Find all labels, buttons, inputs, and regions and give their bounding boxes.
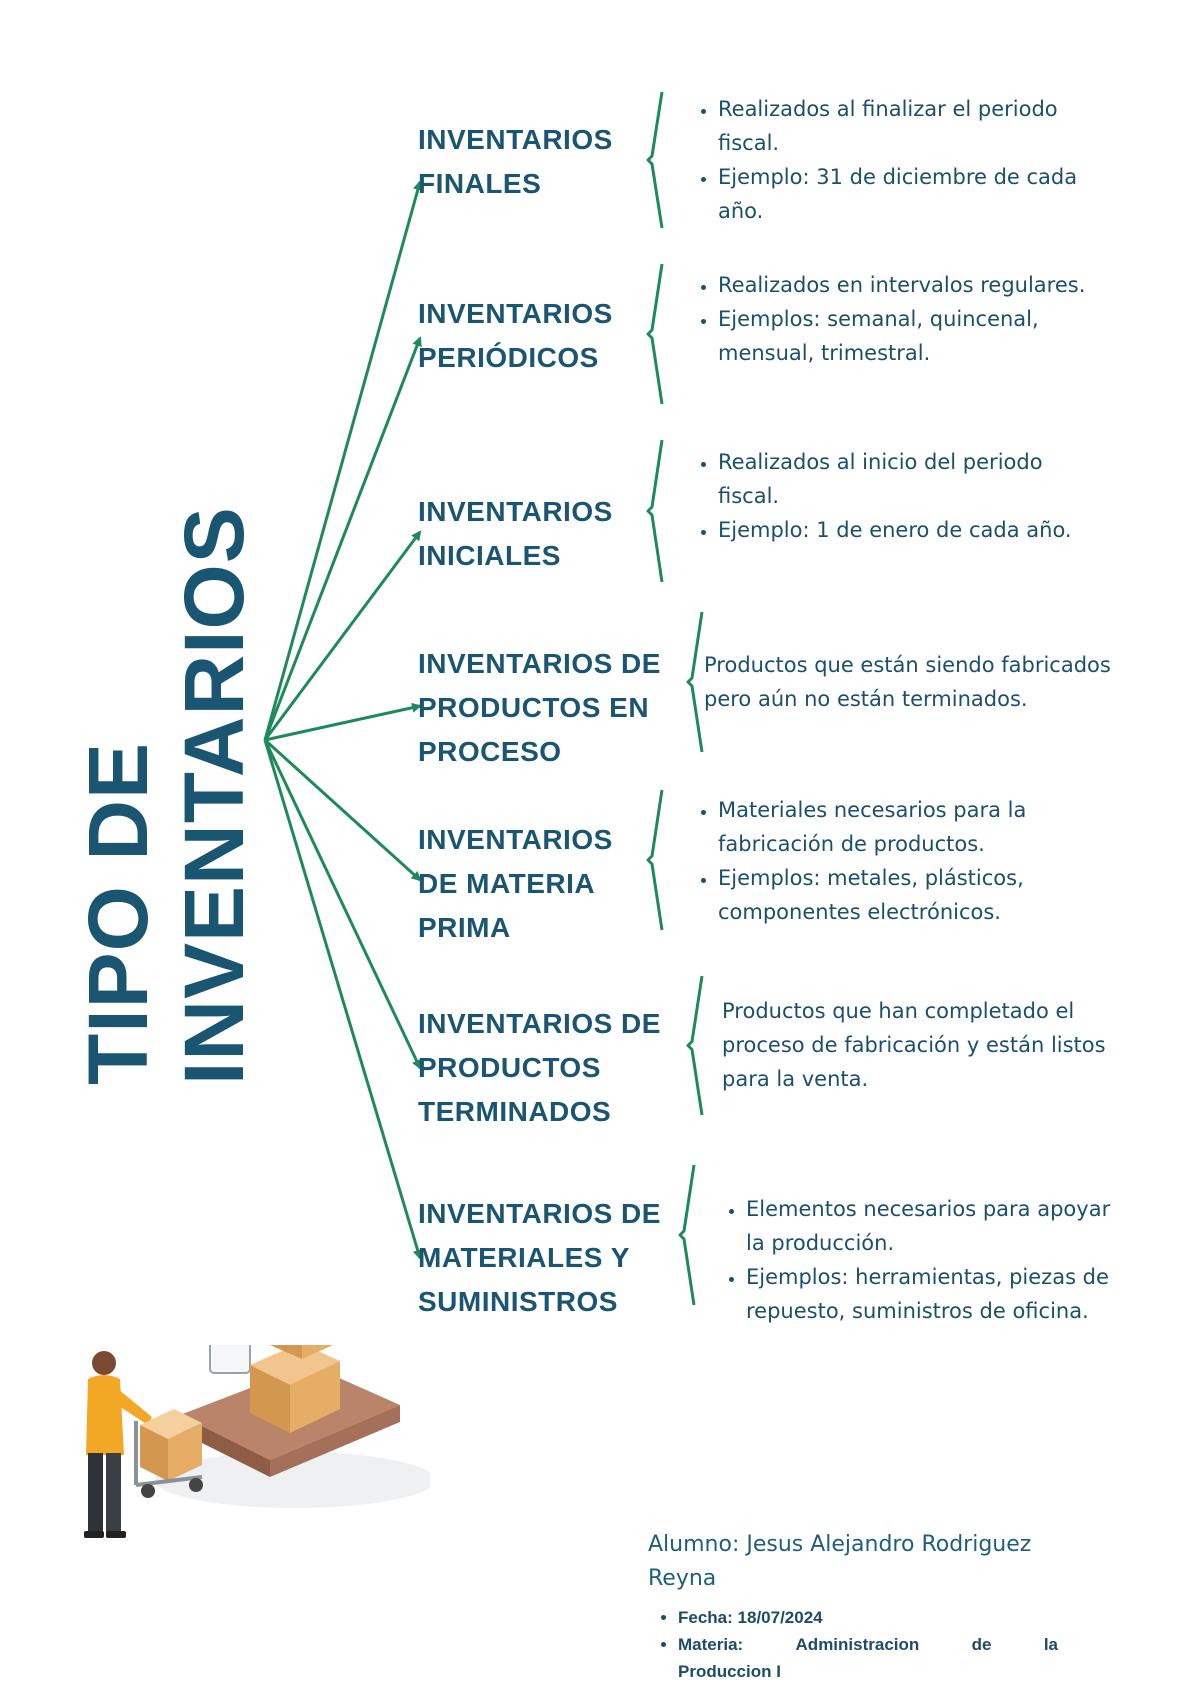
bullet-item: Ejemplos: herramientas, piezas de repues… <box>746 1260 1118 1328</box>
bullet-item: Ejemplos: metales, plásticos, componente… <box>718 861 1090 929</box>
category-name-line: PERIÓDICOS <box>418 342 599 373</box>
worker-legs <box>88 1453 103 1533</box>
category-iniciales: INVENTARIOS INICIALES <box>418 490 688 578</box>
box-icon <box>290 1361 340 1433</box>
category-name-line: INVENTARIOS <box>418 496 613 527</box>
date-label: Fecha: <box>678 1608 733 1627</box>
description-iniciales: Realizados al inicio del periodo fiscal.… <box>690 445 1090 547</box>
connector-arrow <box>263 739 422 1070</box>
category-name-line: TERMINADOS <box>418 1096 612 1127</box>
box-icon <box>270 1345 302 1359</box>
date-value: 18/07/2024 <box>737 1608 823 1627</box>
main-title-line1: TIPO DE <box>71 741 165 1085</box>
pallet-side <box>270 1405 400 1477</box>
wheel-icon <box>141 1484 155 1498</box>
bullet-item: Materiales necesarios para la fabricació… <box>718 793 1090 861</box>
bullet-item: Elementos necesarios para apoyar la prod… <box>746 1192 1118 1260</box>
category-name-line: INVENTARIOS DE <box>418 648 661 679</box>
bracket-connector <box>646 263 664 405</box>
footer-subject-item: Materia: Administracion de la Produccion… <box>678 1631 1058 1685</box>
description-productos-terminados: Productos que han completado el proceso … <box>722 994 1122 1096</box>
subject-word: la <box>1043 1635 1058 1654</box>
worker-arm <box>114 1389 152 1425</box>
worker-shoe <box>106 1531 126 1538</box>
category-name-line: INVENTARIOS <box>418 824 613 855</box>
category-name-line: PRODUCTOS EN <box>418 692 650 723</box>
worker-body <box>86 1375 124 1455</box>
bracket-connector <box>686 611 704 753</box>
category-name-line: PRIMA <box>418 912 511 943</box>
category-name-line: INVENTARIOS DE <box>418 1198 661 1229</box>
bracket-connector <box>646 91 664 229</box>
hand-truck-frame <box>135 1475 203 1487</box>
connector-arrow <box>264 702 422 742</box>
footer-info: Alumno: Jesus Alejandro Rodriguez Reyna … <box>648 1528 1058 1685</box>
description-finales: Realizados al finalizar el periodo fisca… <box>690 92 1090 228</box>
category-name-line: FINALES <box>418 168 542 199</box>
bracket-connector <box>646 789 664 931</box>
category-name-line: MATERIALES Y <box>418 1242 630 1273</box>
worker-head <box>92 1351 116 1375</box>
category-materia-prima: INVENTARIOS DE MATERIA PRIMA <box>418 818 688 950</box>
subject-last-line: Produccion I <box>678 1662 781 1681</box>
category-finales: INVENTARIOS FINALES <box>418 118 688 206</box>
connector-arrow <box>263 530 422 741</box>
box-icon <box>140 1425 168 1481</box>
bullet-item: Ejemplos: semanal, quincenal, mensual, t… <box>718 302 1100 370</box>
warehouse-illustration <box>84 1345 430 1538</box>
category-name-line: INVENTARIOS DE <box>418 1008 661 1039</box>
bracket-connector <box>646 439 664 583</box>
connector-arrow <box>263 739 423 1260</box>
category-name-line: INICIALES <box>418 540 561 571</box>
pallet-shadow <box>155 1452 430 1508</box>
description-materiales-suministros: Elementos necesarios para apoyar la prod… <box>718 1192 1118 1328</box>
bracket-connector <box>686 975 704 1116</box>
description-periodicos: Realizados en intervalos regulares. Ejem… <box>690 268 1100 370</box>
category-name-line: INVENTARIOS <box>418 124 613 155</box>
subject-label: Materia: <box>678 1635 744 1654</box>
connector-arrow <box>263 738 422 882</box>
description-text: Productos que han completado el proceso … <box>722 999 1106 1091</box>
subject-word: Administracion <box>795 1635 920 1654</box>
description-productos-en-proceso: Productos que están siendo fabricados pe… <box>704 648 1134 716</box>
subject-word: de <box>971 1635 992 1654</box>
box-icon <box>140 1409 202 1439</box>
clipboard-icon <box>209 1345 251 1374</box>
connector-arrow <box>263 180 423 741</box>
bullet-item: Ejemplo: 1 de enero de cada año. <box>718 513 1090 547</box>
category-name-line: INVENTARIOS <box>418 298 613 329</box>
category-name-line: PRODUCTOS <box>418 1052 601 1083</box>
bullet-item: Realizados al finalizar el periodo fisca… <box>718 92 1090 160</box>
category-name-line: SUMINISTROS <box>418 1286 618 1317</box>
category-materiales-suministros: INVENTARIOS DE MATERIALES Y SUMINISTROS <box>418 1192 688 1324</box>
worker-legs <box>106 1453 121 1533</box>
category-productos-en-proceso: INVENTARIOS DE PRODUCTOS EN PROCESO <box>418 642 688 774</box>
bullet-item: Realizados en intervalos regulares. <box>718 268 1100 302</box>
subject-row: Materia: Administracion de la <box>678 1631 1058 1658</box>
bullet-item: Ejemplo: 31 de diciembre de cada año. <box>718 160 1090 228</box>
worker-shoe <box>84 1531 104 1538</box>
box-icon <box>250 1345 340 1385</box>
pallet-front <box>180 1415 270 1477</box>
bracket-connector <box>678 1164 696 1306</box>
box-icon <box>250 1365 290 1433</box>
main-title-line2: INVENTARIOS <box>167 506 261 1085</box>
connector-arrow <box>263 336 422 741</box>
description-text: Productos que están siendo fabricados pe… <box>704 653 1111 711</box>
bullet-item: Realizados al inicio del periodo fiscal. <box>718 445 1090 513</box>
wheel-icon <box>189 1478 203 1492</box>
main-title: TIPO DE INVENTARIOS <box>70 385 262 1085</box>
category-name-line: DE MATERIA <box>418 868 596 899</box>
category-productos-terminados: INVENTARIOS DE PRODUCTOS TERMINADOS <box>418 1002 688 1134</box>
category-periodicos: INVENTARIOS PERIÓDICOS <box>418 292 688 380</box>
student-name: Alumno: Jesus Alejandro Rodriguez Reyna <box>648 1532 1032 1591</box>
footer-list: Fecha: 18/07/2024 Materia: Administracio… <box>648 1604 1058 1685</box>
footer-date-item: Fecha: 18/07/2024 <box>678 1604 1058 1631</box>
box-icon <box>168 1423 202 1481</box>
description-materia-prima: Materiales necesarios para la fabricació… <box>690 793 1090 929</box>
category-name-line: PROCESO <box>418 736 562 767</box>
